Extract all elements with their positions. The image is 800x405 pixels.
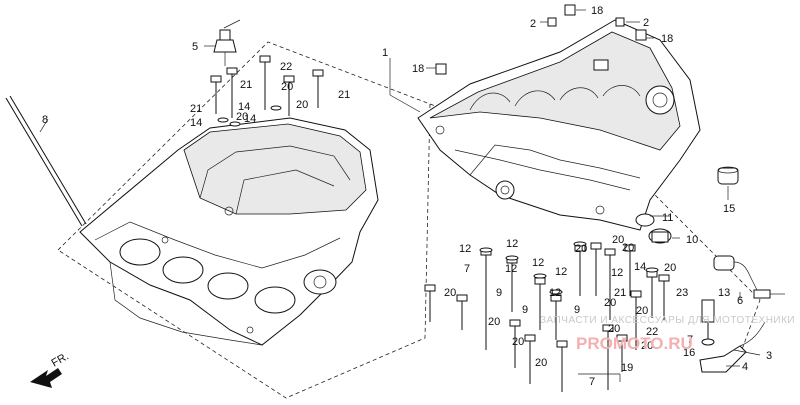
callout-16: 16 [683, 347, 695, 359]
callout-20: 20 [608, 323, 620, 335]
callout-20: 20 [236, 111, 248, 123]
callout-9: 9 [522, 304, 528, 316]
upper-left-bolts [210, 55, 324, 127]
callout-21: 21 [240, 79, 252, 91]
callout-18: 18 [591, 5, 603, 17]
callout-20: 20 [535, 357, 547, 369]
callout-7: 7 [464, 263, 470, 275]
front-marker-label: FR. [50, 350, 71, 369]
callout-12: 12 [459, 243, 471, 255]
callout-8: 8 [42, 114, 48, 126]
callout-22: 22 [280, 61, 292, 73]
callout-14: 14 [244, 113, 256, 125]
callout-12: 12 [506, 238, 518, 250]
callout-4: 4 [742, 361, 748, 373]
callout-9: 9 [574, 304, 580, 316]
callout-18: 18 [661, 33, 673, 45]
front-arrow-icon [30, 368, 62, 388]
callout-6: 6 [737, 295, 743, 307]
callout-20: 20 [488, 316, 500, 328]
drain-plug [635, 213, 672, 244]
callout-7: 7 [589, 376, 595, 388]
dowel-pins [435, 4, 647, 75]
callout-23: 23 [676, 287, 688, 299]
callout-20: 20 [281, 81, 293, 93]
callout-7: 7 [687, 334, 693, 346]
callout-5: 5 [192, 41, 198, 53]
callout-20: 20 [604, 297, 616, 309]
callout-11: 11 [662, 212, 673, 224]
upper-crankcase [417, 19, 701, 231]
lower-bolt-set [424, 241, 670, 392]
leader-lines [39, 9, 761, 382]
sensor-assembly [699, 255, 785, 373]
assembly-boundary [57, 41, 761, 399]
callout-13: 13 [718, 287, 730, 299]
callout-12: 12 [549, 287, 561, 299]
callout-1: 1 [382, 47, 388, 59]
watermark-logo-text: PROMOTO.RU [576, 334, 693, 353]
callout-20: 20 [444, 287, 456, 299]
callout-12: 12 [611, 267, 623, 279]
callout-14: 14 [634, 261, 646, 273]
callout-2: 2 [530, 18, 536, 30]
callout-9: 9 [496, 287, 502, 299]
cap [717, 166, 739, 185]
callout-3: 3 [766, 350, 772, 362]
callout-21: 21 [614, 287, 626, 299]
callout-19: 19 [621, 362, 633, 374]
watermark-text: ЗАПЧАСТИ И АКСЕССУАРЫ ДЛЯ МОТОТЕХНИКИ [540, 315, 795, 326]
callout-10: 10 [686, 234, 698, 246]
callout-12: 12 [555, 266, 567, 278]
stud-bolt [5, 95, 87, 227]
callout-20: 20 [664, 262, 676, 274]
callout-15: 15 [723, 203, 735, 215]
callout-20: 20 [512, 336, 524, 348]
watermark: ЗАПЧАСТИ И АКСЕССУАРЫ ДЛЯ МОТОТЕХНИКИ PR… [540, 315, 795, 353]
callout-18: 18 [412, 63, 424, 75]
callout-20: 20 [296, 99, 308, 111]
callout-20: 20 [612, 234, 624, 246]
callout-21: 21 [338, 89, 350, 101]
callout-20: 20 [575, 243, 587, 255]
callout-21: 21 [190, 103, 202, 115]
callout-12: 12 [532, 257, 544, 269]
callout-12: 12 [505, 263, 517, 275]
callout-20: 20 [622, 242, 634, 254]
lower-crankcase [79, 117, 379, 346]
callout-14: 14 [190, 117, 202, 129]
oil-pressure-switch [213, 19, 241, 66]
callout-20: 20 [641, 340, 653, 352]
callout-22: 22 [646, 326, 658, 338]
callout-labels: 1 2 2 3 4 5 6 7 7 7 8 9 9 9 10 11 12 12 … [42, 5, 772, 388]
callout-2: 2 [643, 17, 649, 29]
callout-20: 20 [636, 305, 648, 317]
callout-14: 14 [238, 101, 250, 113]
